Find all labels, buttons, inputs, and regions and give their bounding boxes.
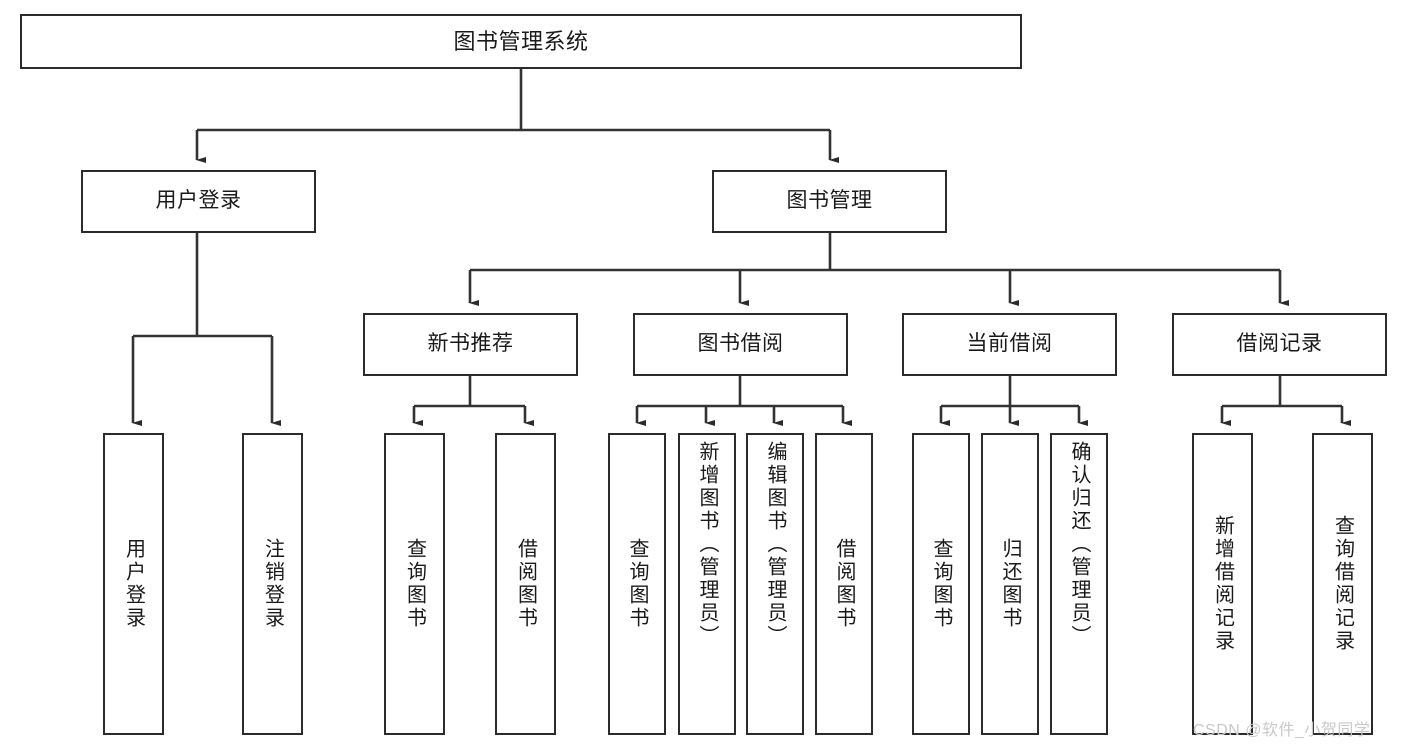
node-user-login[interactable]: 用户登录: [81, 170, 316, 233]
leaf-current-borrow-query[interactable]: 查询图书: [912, 433, 970, 735]
leaf-new-book-query[interactable]: 查询图书: [384, 433, 445, 735]
node-label: 借阅记录: [1236, 332, 1323, 356]
node-book-borrow[interactable]: 图书借阅: [633, 313, 848, 376]
node-new-book-recommend[interactable]: 新书推荐: [363, 313, 578, 376]
leaf-user-login-logout[interactable]: 注销登录: [242, 433, 303, 735]
node-label: 图书管理: [786, 189, 873, 213]
node-current-borrow[interactable]: 当前借阅: [902, 313, 1117, 376]
node-label: 借阅图书: [514, 538, 537, 630]
node-label: 当前借阅: [966, 332, 1053, 356]
node-label: 新书推荐: [427, 332, 514, 356]
csdn-watermark: CSDN @软件_小贺同学: [1193, 722, 1371, 739]
leaf-book-borrow-lend[interactable]: 借阅图书: [815, 433, 873, 735]
node-label: 图书管理系统: [453, 28, 589, 54]
leaf-borrow-record-query[interactable]: 查询借阅记录: [1312, 433, 1373, 735]
leaf-current-borrow-confirm-return[interactable]: 确认归还（管理员）: [1050, 433, 1108, 735]
node-label: 新增借阅记录: [1211, 515, 1234, 653]
node-label: 确认归还（管理员）: [1068, 441, 1090, 648]
leaf-current-borrow-return[interactable]: 归还图书: [981, 433, 1039, 735]
node-label: 图书借阅: [697, 332, 784, 356]
leaf-book-borrow-edit[interactable]: 编辑图书（管理员）: [746, 433, 804, 735]
node-label: 用户登录: [122, 538, 145, 630]
node-label: 借阅图书: [833, 538, 855, 630]
node-label: 新增图书（管理员）: [696, 441, 718, 648]
leaf-new-book-borrow[interactable]: 借阅图书: [495, 433, 556, 735]
node-borrow-record[interactable]: 借阅记录: [1172, 313, 1387, 376]
node-label: 归还图书: [999, 538, 1021, 630]
node-label: 查询图书: [403, 538, 426, 630]
node-label: 用户登录: [155, 189, 242, 213]
node-label: 查询借阅记录: [1331, 515, 1354, 653]
leaf-book-borrow-add[interactable]: 新增图书（管理员）: [678, 433, 736, 735]
leaf-user-login-login[interactable]: 用户登录: [103, 433, 164, 735]
leaf-borrow-record-add[interactable]: 新增借阅记录: [1192, 433, 1253, 735]
node-label: 编辑图书（管理员）: [764, 441, 786, 648]
node-label: 查询图书: [626, 538, 648, 630]
node-book-management[interactable]: 图书管理: [712, 170, 947, 233]
node-root-system[interactable]: 图书管理系统: [20, 14, 1022, 69]
node-label: 查询图书: [930, 538, 952, 630]
leaf-book-borrow-query[interactable]: 查询图书: [608, 433, 666, 735]
node-label: 注销登录: [261, 538, 284, 630]
